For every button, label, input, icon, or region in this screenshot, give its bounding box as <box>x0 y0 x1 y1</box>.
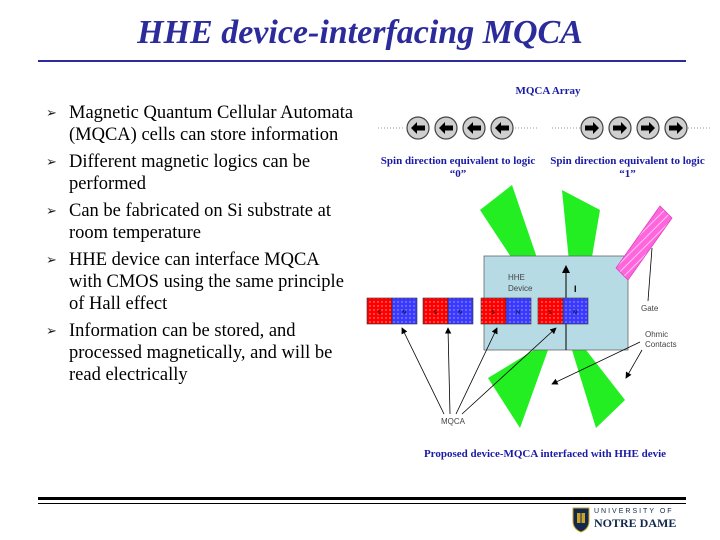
bullet-text: Magnetic Quantum Cellular Automata (MQCA… <box>69 103 354 145</box>
device-label-line1: HHE <box>508 273 525 282</box>
ohmic-pointer-left <box>551 341 641 385</box>
gate-pointer-line <box>647 247 653 302</box>
spin-left-icon <box>490 116 514 140</box>
cell-n-label: N <box>516 310 520 316</box>
gate-electrode <box>615 205 673 281</box>
ohmic-label-line1: Ohmic <box>645 330 668 339</box>
spin-left-icon <box>434 116 458 140</box>
ohmic-contact-bottom-right <box>572 350 625 428</box>
gate-label: Gate <box>641 304 659 313</box>
bullet-arrow-icon: ➢ <box>46 252 57 267</box>
notre-dame-logo: UNIVERSITY OF NOTRE DAME <box>572 505 692 537</box>
cell-n-label: N <box>573 310 577 316</box>
bullet-text: HHE device can interface MQCA with CMOS … <box>69 250 344 314</box>
cell-s-label: S <box>433 310 437 316</box>
bullet-arrow-icon: ➢ <box>46 203 57 218</box>
bullet-item: ➢ Information can be stored, and processe… <box>44 320 354 386</box>
ohmic-label-line2: Contacts <box>645 340 677 349</box>
slide-title: HHE device-interfacing MQCA <box>137 14 583 51</box>
ohmic-pointer-right <box>625 349 643 379</box>
mqca-pointer <box>444 327 452 415</box>
logic0-caption: Spin direction equivalent to logic “0” <box>380 155 536 180</box>
footer-rule-thin <box>38 503 686 504</box>
device-label-line2: Device <box>508 284 533 293</box>
bottom-caption: Proposed device-MQCA interfaced with HHE… <box>423 448 667 460</box>
shield-icon <box>572 507 590 533</box>
mqca-cell-pair: S N <box>480 297 532 325</box>
ohmic-contact-bottom-left <box>488 350 548 428</box>
bullet-text: Different magnetic logics can be perform… <box>69 152 311 194</box>
cell-n-label: N <box>458 310 462 316</box>
mqca-pointer <box>455 327 498 415</box>
bullet-item: ➢ Can be fabricated on Si substrate at ro… <box>44 200 354 244</box>
mqca-pointer <box>461 327 557 415</box>
spin-right-icon <box>580 116 604 140</box>
mqca-cell-pair: S N <box>422 297 474 325</box>
spin-right-icon <box>608 116 632 140</box>
logo-line1: UNIVERSITY OF <box>594 508 674 515</box>
bullet-text: Information can be stored, and processed… <box>69 321 333 385</box>
title-rule <box>38 60 686 62</box>
cell-s-label: S <box>377 310 381 316</box>
bullet-arrow-icon: ➢ <box>46 154 57 169</box>
logic1-caption: Spin direction equivalent to logic “1” <box>550 155 705 180</box>
bullet-item: ➢ Different magnetic logics can be perfor… <box>44 151 354 195</box>
bullet-list: ➢ Magnetic Quantum Cellular Automata (MQC… <box>44 102 354 391</box>
current-label: I <box>574 284 577 294</box>
spin-left-icon <box>406 116 430 140</box>
cell-s-label: S <box>548 310 552 316</box>
mqca-pointer <box>401 327 445 415</box>
bullet-item: ➢ Magnetic Quantum Cellular Automata (MQC… <box>44 102 354 146</box>
mqca-array-title: MQCA Array <box>515 85 581 97</box>
spin-left-icon <box>462 116 486 140</box>
bullet-arrow-icon: ➢ <box>46 105 57 120</box>
mqca-cell-pair: S N <box>366 297 418 325</box>
bullet-text: Can be fabricated on Si substrate at roo… <box>69 201 331 243</box>
spin-right-icon <box>664 116 688 140</box>
logo-line2: NOTRE DAME <box>594 516 677 530</box>
footer-rule-thick <box>38 497 686 500</box>
mqca-cell-pair: S N <box>537 297 589 325</box>
spin-right-icon <box>636 116 660 140</box>
mqca-label: MQCA <box>441 417 466 426</box>
bullet-item: ➢ HHE device can interface MQCA with CMOS… <box>44 249 354 315</box>
cell-n-label: N <box>402 310 406 316</box>
bullet-arrow-icon: ➢ <box>46 323 57 338</box>
cell-s-label: S <box>491 310 495 316</box>
